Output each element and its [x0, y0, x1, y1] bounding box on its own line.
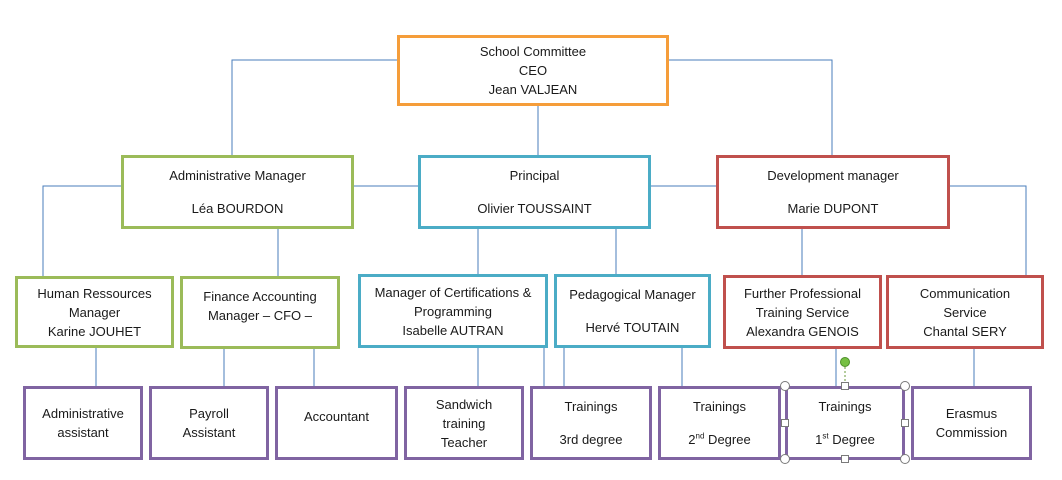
sandwich-line1: Sandwich	[435, 396, 493, 412]
comm-line2: Service	[943, 304, 987, 320]
admin-manager-box[interactable]: Administrative Manager Léa BOURDON	[121, 155, 354, 229]
further-training-box[interactable]: Further Professional Training Service Al…	[723, 275, 882, 349]
resize-handle-right[interactable]	[901, 419, 909, 427]
comm-line1: Communication	[919, 285, 1011, 301]
ceo-name-label: Jean VALJEAN	[488, 82, 578, 97]
communication-box[interactable]: Communication Service Chantal SERY	[886, 275, 1044, 349]
resize-handle-bottom-right[interactable]	[900, 454, 910, 464]
certif-line1: Manager of Certifications &	[374, 284, 532, 300]
erasmus-line2: Commission	[935, 425, 1008, 440]
peda-title: Pedagogical Manager	[569, 287, 696, 302]
trainings1-sup: st	[822, 431, 829, 441]
sandwich-line2: training	[442, 415, 486, 431]
trainings-1st-box[interactable]: Trainings 1st Degree	[785, 386, 905, 460]
trainings1-num: 1	[815, 432, 823, 447]
further-name: Alexandra GENOIS	[746, 323, 859, 339]
resize-handle-bottom[interactable]	[841, 455, 849, 463]
admin-assistant-line1: Administrative	[42, 406, 124, 421]
resize-handle-top-right[interactable]	[900, 381, 910, 391]
finance-line1: Finance Accounting	[203, 288, 317, 304]
erasmus-commission-box[interactable]: Erasmus Commission	[911, 386, 1032, 460]
trainings2-degree: 2nd Degree	[688, 430, 750, 449]
admin-assistant-box[interactable]: Administrative assistant	[23, 386, 143, 460]
accountant-line1: Accountant	[303, 408, 370, 424]
connector-ceo-dev	[668, 59, 833, 157]
ceo-box[interactable]: School Committee CEO Jean VALJEAN	[397, 35, 669, 106]
connector-ceo-admin	[231, 59, 398, 157]
certif-manager-box[interactable]: Manager of Certifications & Programming …	[358, 274, 548, 348]
trainings-2nd-box[interactable]: Trainings 2nd Degree	[658, 386, 781, 460]
connector-admin-hr	[42, 185, 122, 277]
certif-line2: Programming	[413, 303, 493, 319]
admin-manager-title: Administrative Manager	[169, 168, 306, 183]
trainings1-degree: 1st Degree	[815, 430, 875, 449]
finance-manager-box[interactable]: Finance Accounting Manager – CFO –	[180, 276, 340, 349]
trainings2-num: 2	[688, 432, 696, 447]
resize-handle-bottom-left[interactable]	[780, 454, 790, 464]
admin-manager-name: Léa BOURDON	[191, 201, 284, 216]
hr-manager-box[interactable]: Human Ressources Manager Karine JOUHET	[15, 276, 174, 348]
trainings-3rd-box[interactable]: Trainings 3rd degree	[530, 386, 652, 460]
dev-manager-name: Marie DUPONT	[787, 201, 879, 216]
admin-assistant-line2: assistant	[57, 425, 109, 440]
finance-line2: Manager – CFO –	[207, 307, 313, 323]
hr-name: Karine JOUHET	[47, 323, 142, 339]
trainings2-rest: Degree	[704, 432, 751, 447]
connector-dev-comm	[948, 185, 1027, 276]
resize-handle-top-left[interactable]	[780, 381, 790, 391]
principal-title: Principal	[509, 168, 560, 183]
resize-handle-left[interactable]	[781, 419, 789, 427]
pedagogical-manager-box[interactable]: Pedagogical Manager Hervé TOUTAIN	[554, 274, 711, 348]
payroll-assistant-box[interactable]: Payroll Assistant	[149, 386, 269, 460]
trainings2-title: Trainings	[693, 399, 746, 414]
hr-line2: Manager	[68, 304, 121, 320]
trainings2-sup: nd	[695, 431, 705, 441]
ceo-title-label: CEO	[518, 63, 548, 78]
trainings1-rest: Degree	[828, 432, 875, 447]
payroll-line1: Payroll	[189, 406, 229, 421]
accountant-box[interactable]: Accountant	[275, 386, 398, 460]
further-line1: Further Professional	[743, 285, 862, 301]
trainings1-title: Trainings	[818, 399, 872, 414]
trainings3-degree: 3rd degree	[559, 432, 623, 447]
sandwich-teacher-box[interactable]: Sandwich training Teacher	[404, 386, 524, 460]
principal-name: Olivier TOUSSAINT	[477, 201, 592, 216]
dev-manager-box[interactable]: Development manager Marie DUPONT	[716, 155, 950, 229]
comm-name: Chantal SERY	[923, 323, 1007, 339]
dev-manager-title: Development manager	[767, 168, 899, 183]
resize-handle-top[interactable]	[841, 382, 849, 390]
hr-line1: Human Ressources	[37, 285, 152, 301]
erasmus-line1: Erasmus	[945, 406, 998, 421]
principal-box[interactable]: Principal Olivier TOUSSAINT	[418, 155, 651, 229]
ceo-committee-label: School Committee	[479, 44, 587, 59]
payroll-line2: Assistant	[182, 425, 236, 440]
further-line2: Training Service	[755, 304, 850, 320]
trainings3-title: Trainings	[564, 399, 618, 414]
peda-name: Hervé TOUTAIN	[585, 320, 680, 335]
sandwich-line3: Teacher	[440, 434, 488, 450]
rotation-handle[interactable]	[840, 357, 850, 367]
certif-name: Isabelle AUTRAN	[402, 322, 504, 338]
